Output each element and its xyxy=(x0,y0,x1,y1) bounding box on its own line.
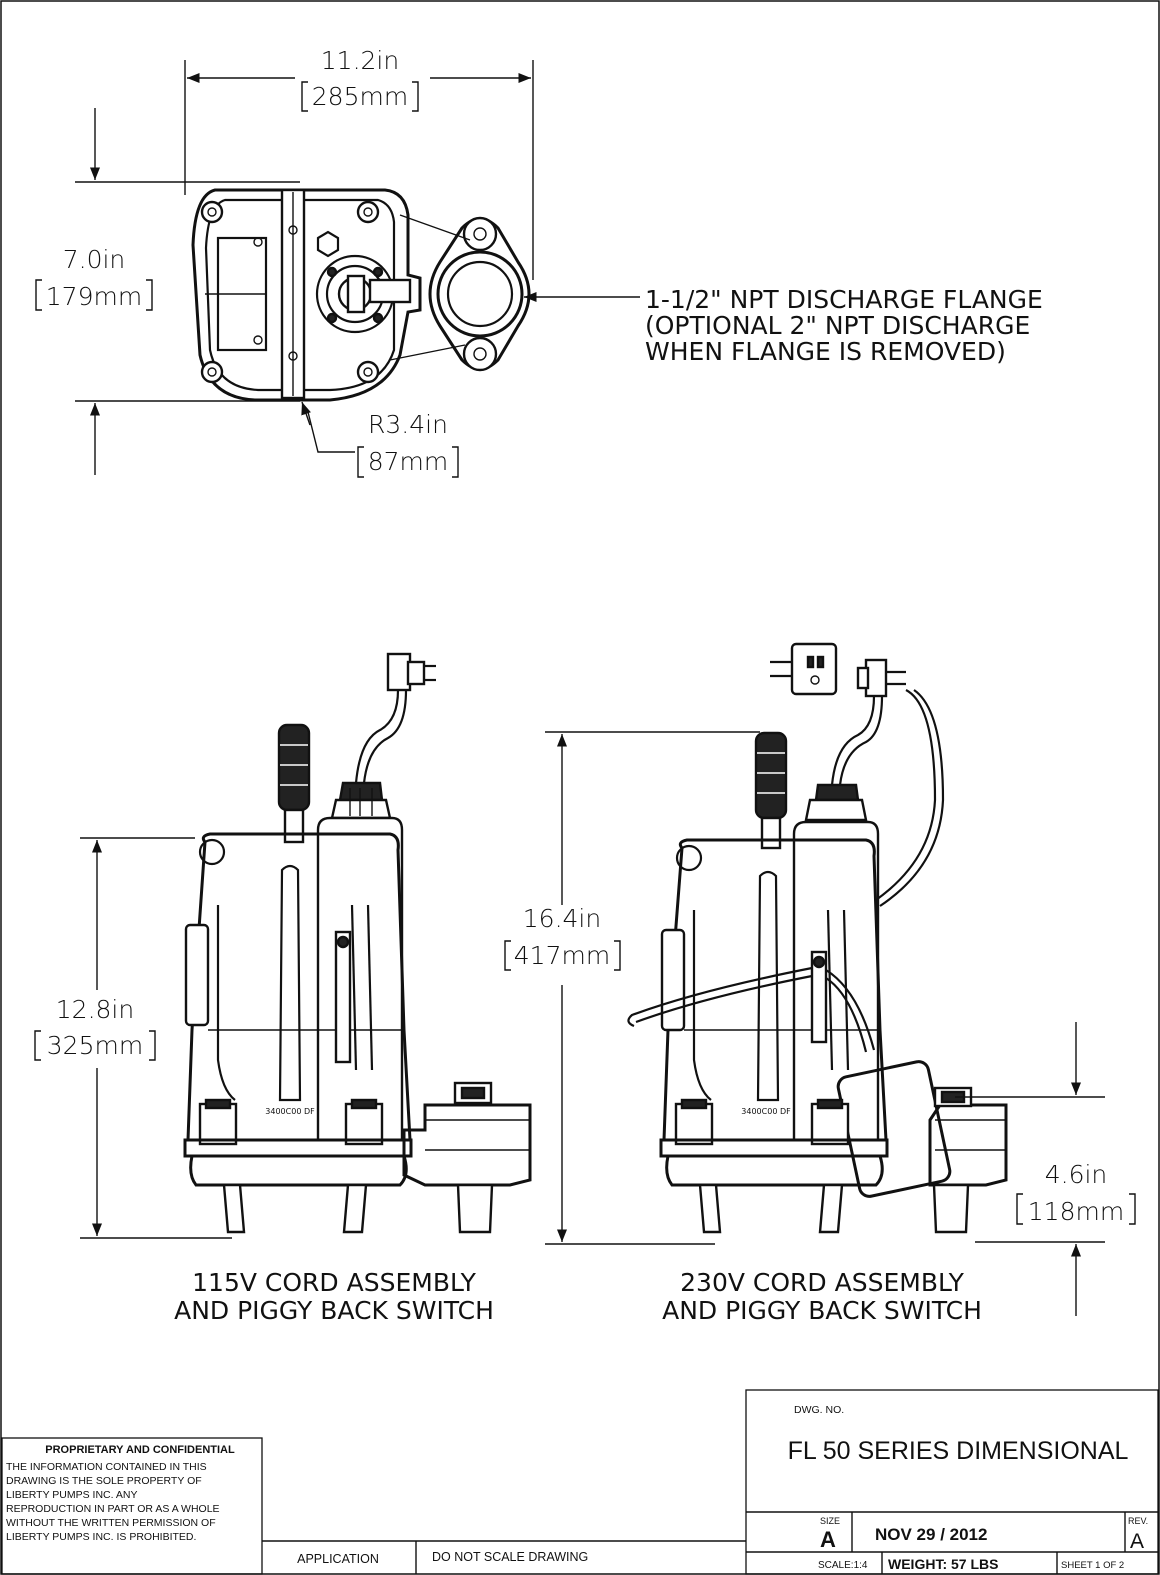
title-block: DWG. NO. FL 50 SERIES DIMENSIONAL SIZE A… xyxy=(745,1389,1159,1575)
side-view-230v: 3400C00 DF xyxy=(627,642,1008,1234)
notice-line1: THE INFORMATION CONTAINED IN THIS xyxy=(6,1461,207,1473)
view-right-line1: 230V CORD ASSEMBLY xyxy=(680,1268,964,1297)
view-left-line2: AND PIGGY BACK SWITCH xyxy=(174,1296,494,1325)
radius-mm-label: 87mm xyxy=(368,447,449,476)
weight-label: WEIGHT: 57 LBS xyxy=(888,1556,998,1572)
side-view-115v: 3400C00 DF xyxy=(183,652,532,1234)
height-230-in-label: 16.4in xyxy=(523,904,601,933)
height-115-in-label: 12.8in xyxy=(56,995,134,1024)
view-right-line2: AND PIGGY BACK SWITCH xyxy=(662,1296,982,1325)
application-label: APPLICATION xyxy=(297,1552,379,1566)
do-not-scale-label: DO NOT SCALE DRAWING xyxy=(432,1550,588,1564)
discharge-callout-line3: WHEN FLANGE IS REMOVED) xyxy=(645,337,1006,366)
notice-line5: WITHOUT THE WRITTEN PERMISSION OF xyxy=(6,1517,216,1529)
size-label: SIZE xyxy=(820,1516,840,1526)
notice-line2: DRAWING IS THE SOLE PROPERTY OF xyxy=(6,1475,202,1487)
casting-mark-right: 3400C00 DF xyxy=(741,1107,791,1116)
discharge-callout-line2: (OPTIONAL 2" NPT DISCHARGE xyxy=(645,311,1030,340)
notice-line3: LIBERTY PUMPS INC. ANY xyxy=(6,1489,138,1501)
view-left-line1: 115V CORD ASSEMBLY xyxy=(192,1268,476,1297)
scale-label: SCALE:1:4 xyxy=(818,1560,868,1571)
discharge-callout-line1: 1-1/2" NPT DISCHARGE FLANGE xyxy=(645,285,1043,314)
top-view xyxy=(75,60,640,475)
dwg-no-label: DWG. NO. xyxy=(794,1404,844,1416)
depth-mm-label: 179mm xyxy=(46,282,142,311)
switch-in-label: 4.6in xyxy=(1045,1160,1108,1189)
height-115-mm-label: 325mm xyxy=(47,1031,143,1060)
notice-line4: REPRODUCTION IN PART OR AS A WHOLE xyxy=(6,1503,220,1515)
depth-in-label: 7.0in xyxy=(63,245,126,274)
drawing-title: FL 50 SERIES DIMENSIONAL xyxy=(788,1437,1129,1465)
notice-title: PROPRIETARY AND CONFIDENTIAL xyxy=(45,1444,235,1456)
application-row: APPLICATION DO NOT SCALE DRAWING xyxy=(262,1540,746,1574)
drawing-date: NOV 29 / 2012 xyxy=(875,1525,987,1544)
notice-line6: LIBERTY PUMPS INC. IS PROHIBITED. xyxy=(6,1531,196,1543)
height-230-mm-label: 417mm xyxy=(514,941,610,970)
proprietary-notice: PROPRIETARY AND CONFIDENTIAL THE INFORMA… xyxy=(1,1437,263,1575)
size-value: A xyxy=(820,1527,836,1552)
width-in-label: 11.2in xyxy=(321,46,399,75)
width-mm-label: 285mm xyxy=(312,82,408,111)
rev-value: A xyxy=(1130,1530,1144,1553)
switch-mm-label: 118mm xyxy=(1028,1197,1124,1226)
radius-in-label: R3.4in xyxy=(368,410,448,439)
casting-mark-left: 3400C00 DF xyxy=(265,1107,315,1116)
rev-label: REV. xyxy=(1128,1516,1148,1526)
sheet-label: SHEET 1 OF 2 xyxy=(1061,1560,1124,1571)
